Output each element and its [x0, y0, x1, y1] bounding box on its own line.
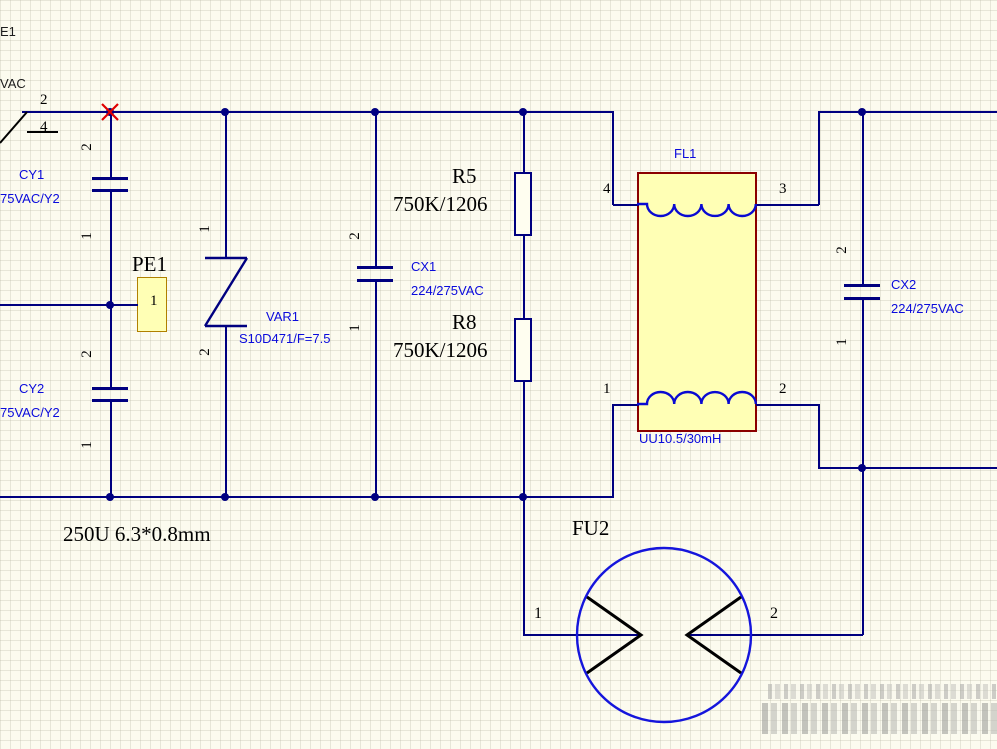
wire-fl1-right-up[interactable] [818, 111, 820, 205]
fu2-body[interactable] [575, 546, 753, 724]
dimension-note[interactable]: 250U 6.3*0.8mm [63, 522, 211, 546]
var1-symbol[interactable] [203, 256, 249, 328]
wire-fl1-pin4-stub[interactable] [613, 204, 639, 206]
junction-dot [221, 108, 229, 116]
fl1-designator[interactable]: FL1 [674, 146, 697, 161]
fl1-coil-top[interactable] [637, 202, 757, 218]
cx2-pin-number: 2 [834, 246, 850, 254]
wire-fl1-left-up[interactable] [612, 111, 614, 205]
r5-value[interactable]: 750K/1206 [393, 192, 488, 216]
cy2-value[interactable]: 75VAC/Y2 [0, 405, 60, 420]
wire-top-rail-right[interactable] [818, 111, 997, 113]
cy1-pin-number: 2 [79, 143, 95, 151]
edge-value-fragment: VAC [0, 76, 26, 91]
cy2-pin-number: 2 [79, 350, 95, 358]
fu2-pin-number: 1 [534, 605, 542, 622]
junction-dot [519, 493, 527, 501]
junction-dot [519, 108, 527, 116]
cx2-pin-number: 1 [834, 338, 850, 346]
wire-fl1-right-down[interactable] [818, 404, 820, 468]
wire-r5-r8-link[interactable] [523, 236, 525, 319]
cx1-plate-bottom[interactable] [357, 279, 393, 282]
edge-pin-number: 2 [40, 92, 48, 108]
wire-fu2-feed[interactable] [523, 497, 525, 635]
wire-fu2-left[interactable] [523, 634, 641, 636]
cy1-value[interactable]: 75VAC/Y2 [0, 191, 60, 206]
fu2-pin-number: 2 [770, 605, 778, 622]
fl1-pin-number: 1 [603, 381, 611, 397]
wire-cx2-top[interactable] [862, 111, 864, 285]
cy2-plate-bottom[interactable] [92, 399, 128, 402]
cx1-value[interactable]: 224/275VAC [411, 283, 484, 298]
fl1-pin-number: 2 [779, 381, 787, 397]
wire-cx1-bottom[interactable] [375, 282, 377, 497]
fl1-value[interactable]: UU10.5/30mH [639, 431, 722, 446]
r8-designator[interactable]: R8 [452, 310, 477, 334]
watermark-line-2 [762, 703, 997, 734]
var1-value[interactable]: S10D471/F=7.5 [239, 331, 331, 346]
wire-fu2-right[interactable] [687, 634, 863, 636]
wire-top-rail[interactable] [22, 111, 613, 113]
r8-value[interactable]: 750K/1206 [393, 338, 488, 362]
wire-cy-column-a[interactable] [110, 111, 112, 178]
no-erc-marker-icon [101, 103, 119, 121]
switch-lever[interactable] [0, 111, 28, 144]
edge-ref-fragment: E1 [0, 24, 16, 39]
pe1-designator[interactable]: PE1 [132, 252, 168, 276]
wire-var1-bottom[interactable] [225, 326, 227, 497]
watermark-line-1 [768, 684, 996, 699]
cx2-plate-top[interactable] [844, 284, 880, 287]
fl1-pin-number: 3 [779, 181, 787, 197]
cy2-designator[interactable]: CY2 [19, 381, 45, 396]
cy1-plate-bottom[interactable] [92, 189, 128, 192]
cy2-plate-top[interactable] [92, 387, 128, 390]
var1-pin-number: 1 [197, 225, 213, 233]
wire-cx1-top[interactable] [375, 111, 377, 267]
cx2-value[interactable]: 224/275VAC [891, 301, 964, 316]
junction-dot [221, 493, 229, 501]
cy1-pin-number: 1 [79, 232, 95, 240]
var1-designator[interactable]: VAR1 [266, 309, 299, 324]
pe1-pin-number: 1 [150, 293, 158, 309]
wire-output-lower-rail[interactable] [818, 467, 997, 469]
fu2-contact-left[interactable] [586, 595, 644, 675]
cy2-pin-number: 1 [79, 441, 95, 449]
wire-var1-top[interactable] [225, 111, 227, 259]
fu2-contact-right[interactable] [684, 595, 742, 675]
fl1-coil-bottom[interactable] [637, 390, 757, 406]
cx1-pin-number: 1 [347, 324, 363, 332]
wire-r5-top[interactable] [523, 111, 525, 173]
wire-fl1-pin3-stub[interactable] [756, 204, 819, 206]
junction-dot [858, 464, 866, 472]
wire-cy-column-c[interactable] [110, 402, 112, 497]
wire-cy-column-b[interactable] [110, 192, 112, 388]
fl1-pin-number: 4 [603, 181, 611, 197]
cx1-pin-number: 2 [347, 232, 363, 240]
r5-designator[interactable]: R5 [452, 164, 477, 188]
var1-pin-number: 2 [197, 348, 213, 356]
junction-dot [371, 493, 379, 501]
cx2-plate-bottom[interactable] [844, 297, 880, 300]
wire-pe1-branch[interactable] [0, 304, 138, 306]
junction-dot [858, 108, 866, 116]
cy1-designator[interactable]: CY1 [19, 167, 45, 182]
junction-dot [106, 493, 114, 501]
junction-dot [371, 108, 379, 116]
cy1-plate-top[interactable] [92, 177, 128, 180]
wire-fl1-left-down[interactable] [612, 404, 614, 497]
cx1-designator[interactable]: CX1 [411, 259, 437, 274]
fu2-designator[interactable]: FU2 [572, 516, 610, 540]
wire-r8-bottom[interactable] [523, 381, 525, 497]
wire-bottom-rail[interactable] [0, 496, 614, 498]
junction-dot [106, 301, 114, 309]
wire-fl1-pin2-stub[interactable] [756, 404, 819, 406]
r5-body[interactable] [514, 172, 532, 236]
wire-fl1-pin1-stub[interactable] [613, 404, 639, 406]
edge-pin-number: 4 [40, 119, 48, 135]
cx2-designator[interactable]: CX2 [891, 277, 917, 292]
cx1-plate-top[interactable] [357, 266, 393, 269]
